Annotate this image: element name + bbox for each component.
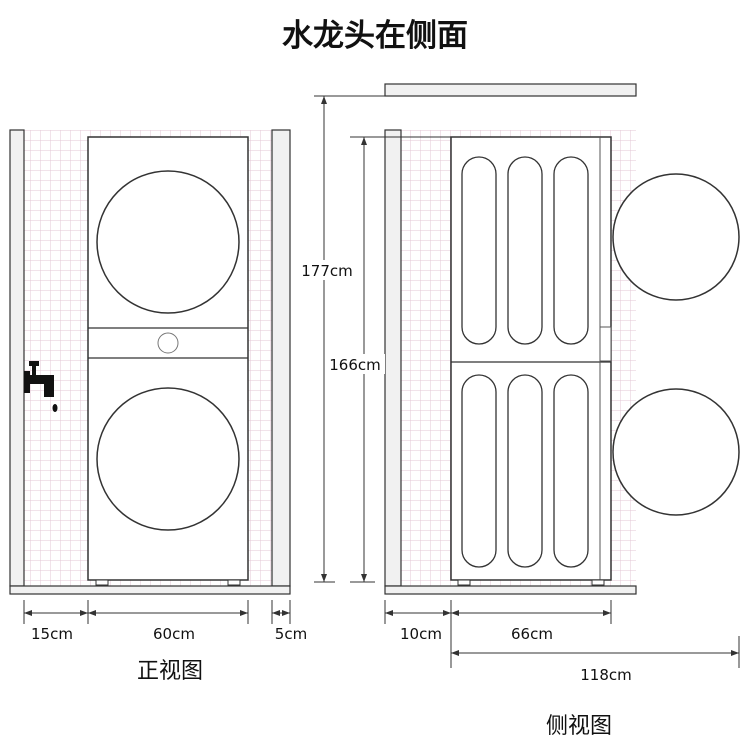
front-view-caption: 正视图: [137, 659, 203, 684]
dim-front-width: 60cm: [153, 625, 195, 643]
side-horizontal-dimensions: [384, 600, 740, 668]
diagram-title: 水龙头在侧面: [282, 18, 468, 54]
side-view: 177cm 166cm 10cm 66cm 118cm 侧视图: [298, 83, 740, 739]
front-foot-right: [227, 579, 241, 586]
dim-left-gap: 15cm: [31, 625, 73, 643]
front-right-wall: [271, 129, 291, 587]
washer-door-open: [612, 388, 740, 516]
dim-machine-height: 166cm: [329, 356, 381, 374]
side-embossed-panels: [461, 156, 589, 568]
faucet-icon: [24, 361, 58, 412]
dim-side-depth: 66cm: [511, 625, 553, 643]
side-back-wall: [384, 129, 402, 587]
front-floor: [9, 585, 291, 595]
dryer-door-open: [612, 173, 740, 301]
side-view-caption: 侧视图: [546, 714, 612, 739]
front-view: 15cm 60cm 5cm 正视图: [9, 129, 307, 684]
dim-back-gap: 10cm: [400, 625, 442, 643]
dim-right-gap: 5cm: [275, 625, 307, 643]
washer-door: [96, 387, 240, 531]
front-left-wall: [9, 129, 25, 587]
front-dimension-lines: [23, 600, 291, 624]
dim-door-open-depth: 118cm: [580, 666, 632, 684]
dryer-door: [96, 170, 240, 314]
dim-total-height: 177cm: [301, 262, 353, 280]
control-knob: [157, 332, 179, 354]
front-foot-left: [95, 579, 109, 586]
ceiling-shelf: [384, 83, 637, 97]
side-floor: [384, 585, 637, 595]
